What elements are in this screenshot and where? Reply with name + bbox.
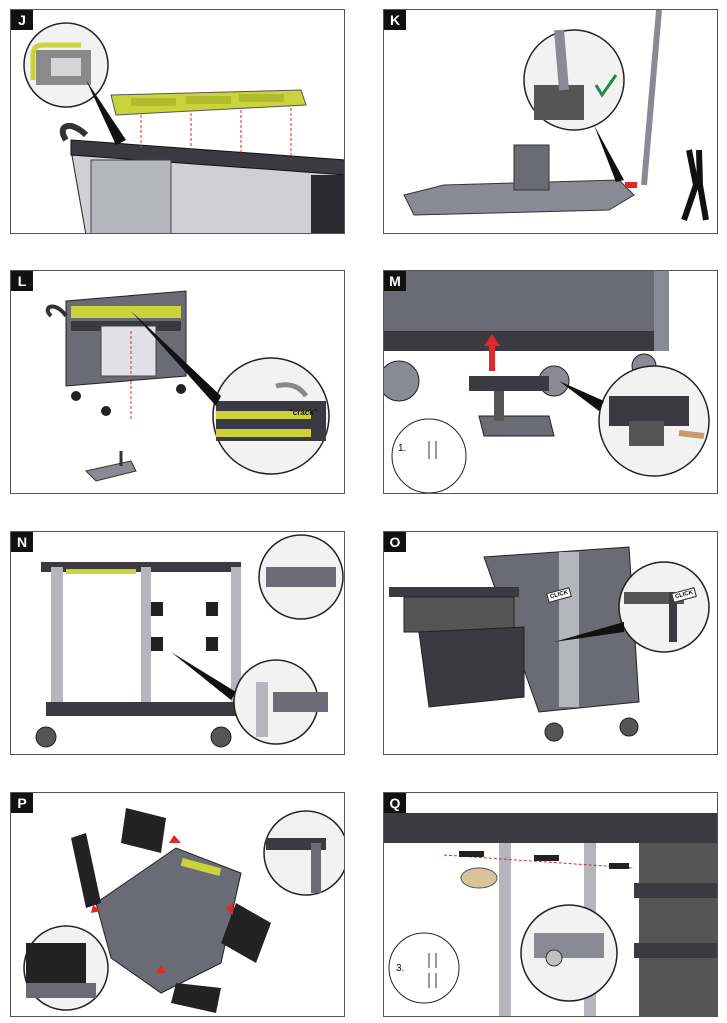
panel-k-illustration bbox=[403, 10, 709, 221]
panel-label-m: M bbox=[384, 271, 406, 291]
panel-label-l: L bbox=[11, 271, 33, 291]
panel-j: J bbox=[10, 9, 345, 234]
panel-label-k: K bbox=[384, 10, 406, 30]
panel-p-illustration bbox=[23, 808, 344, 1013]
panel-o-illustration bbox=[389, 546, 710, 742]
panel-j-illustration bbox=[23, 22, 344, 233]
panel-label-p: P bbox=[11, 793, 33, 813]
screw-icon bbox=[428, 953, 437, 988]
pliers-icon bbox=[681, 149, 709, 221]
panel-label-o: O bbox=[384, 532, 406, 552]
panel-n-illustration bbox=[35, 534, 344, 748]
panel-m-illustration bbox=[384, 271, 710, 493]
panel-k: K bbox=[383, 9, 718, 234]
panel-o: O CLICK CLICK bbox=[383, 531, 718, 755]
check-icon bbox=[594, 74, 618, 98]
step-number: 1. bbox=[398, 443, 407, 454]
panel-label-n: N bbox=[11, 532, 33, 552]
panel-l: L "crack" bbox=[10, 270, 345, 494]
panel-p: P bbox=[10, 792, 345, 1017]
panel-n: N bbox=[10, 531, 345, 755]
panel-l-illustration bbox=[45, 290, 330, 482]
panel-label-q: Q bbox=[384, 793, 406, 813]
panel-label-j: J bbox=[11, 10, 33, 30]
panel-m: M 1. bbox=[383, 270, 718, 494]
crack-callout: "crack" bbox=[289, 408, 318, 417]
screw-icon bbox=[428, 441, 437, 459]
panel-q-illustration bbox=[384, 813, 717, 1016]
panel-q: Q 3. bbox=[383, 792, 718, 1017]
step-number: 3. bbox=[396, 963, 405, 974]
